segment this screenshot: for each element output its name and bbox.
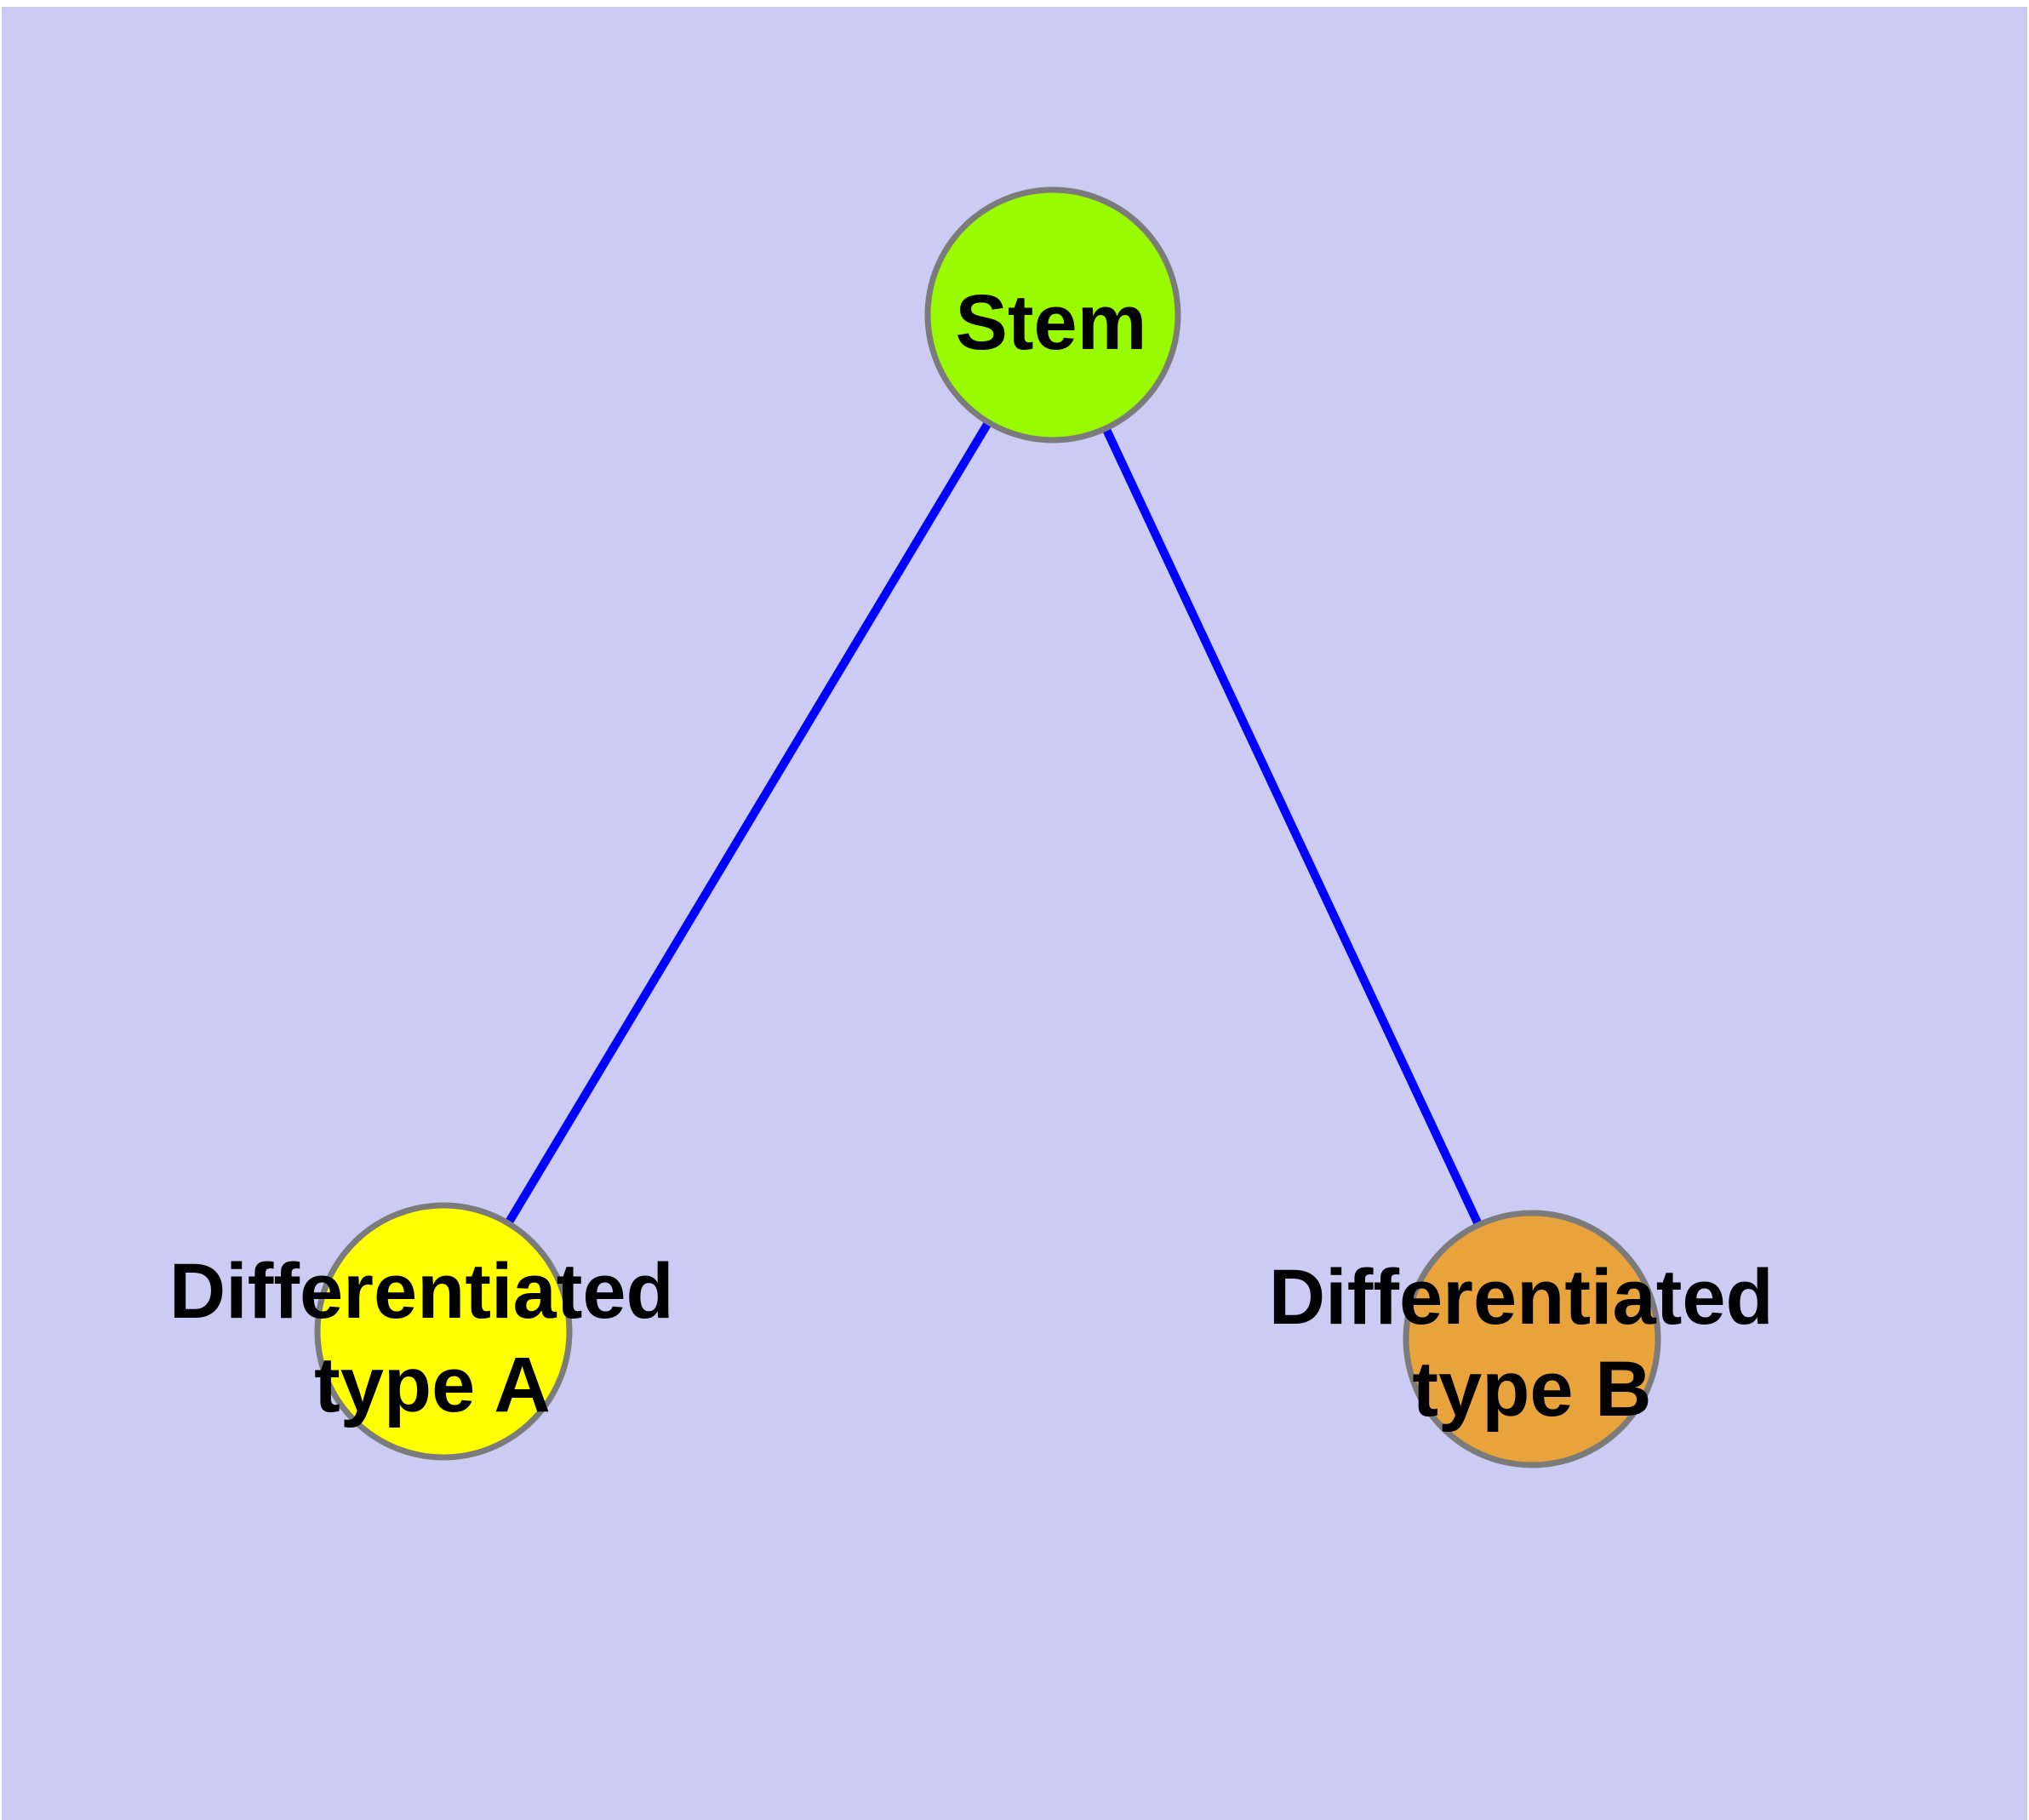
node-differentiated-type-a-circle xyxy=(314,1202,573,1461)
label-line: Differentiated xyxy=(169,1248,674,1335)
label-line: Differentiated xyxy=(1269,1254,1774,1341)
edge-stem-to-type-b xyxy=(1049,312,1536,1342)
label-line: type A xyxy=(314,1342,551,1428)
label-line: type B xyxy=(1412,1346,1651,1433)
node-differentiated-type-a-label: Differentiated type A xyxy=(169,1248,696,1428)
edge-stem-to-type-a xyxy=(439,312,1057,1334)
node-differentiated-type-b-circle xyxy=(1403,1210,1661,1468)
node-differentiated-type-b-label: Differentiated type B xyxy=(1269,1254,1796,1433)
node-stem-label: Stem xyxy=(956,279,1147,366)
node-stem-circle xyxy=(924,186,1181,444)
